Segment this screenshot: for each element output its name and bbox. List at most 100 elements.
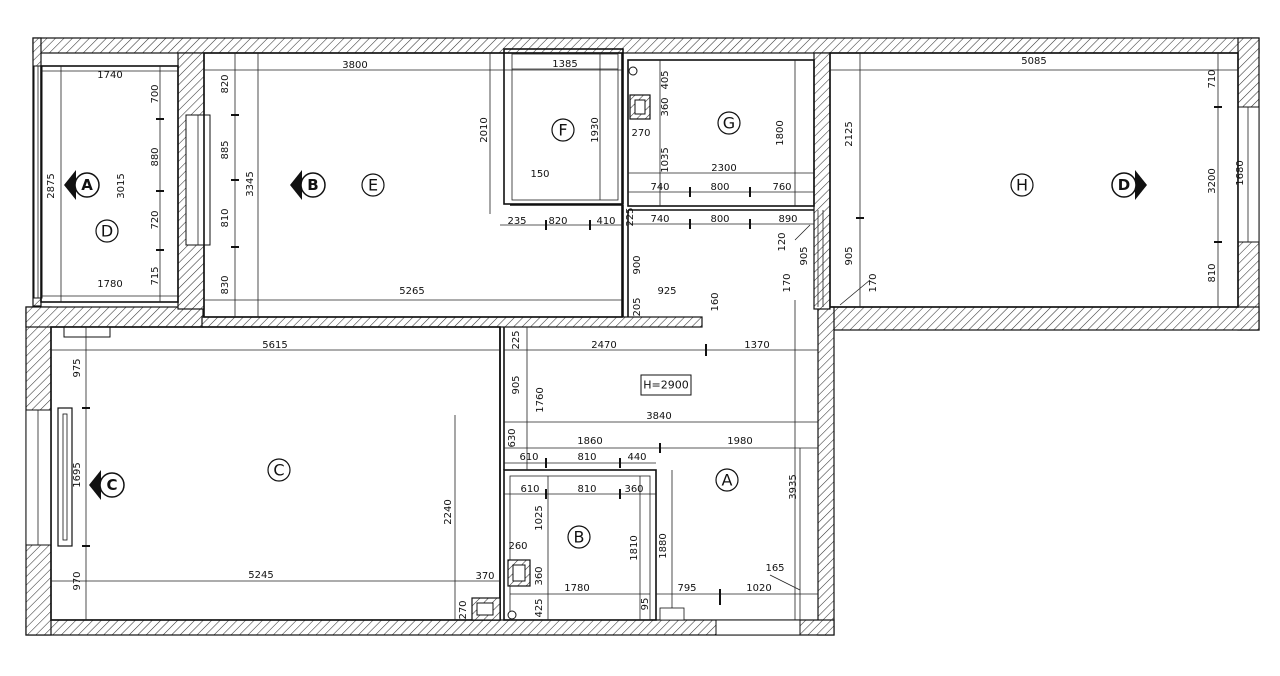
dim-label: 810 — [577, 484, 596, 495]
dim-label: 410 — [596, 216, 615, 227]
dim-label: 630 — [507, 428, 518, 447]
room-label-a: A — [715, 468, 739, 492]
dim-label: 2875 — [46, 173, 57, 198]
room-label-h: H — [1010, 173, 1034, 197]
dim-label: 370 — [475, 571, 494, 582]
dim-label: 260 — [508, 541, 527, 552]
dim-label: 3800 — [342, 60, 367, 71]
dim-label: 5245 — [248, 570, 273, 581]
dim-label: 1860 — [577, 436, 602, 447]
dim-label: 740 — [650, 214, 669, 225]
dim-label: 270 — [631, 128, 650, 139]
svg-text:A: A — [81, 176, 93, 194]
dim-label: 905 — [511, 375, 522, 394]
dim-label: 1880 — [658, 533, 669, 558]
dim-label: 3345 — [245, 171, 256, 196]
dim-label: 2125 — [844, 121, 855, 146]
dim-label: 150 — [530, 169, 549, 180]
svg-text:B: B — [307, 176, 318, 194]
dim-label: 2470 — [591, 340, 616, 351]
dim-label: 1780 — [97, 279, 122, 290]
dim-label: 2300 — [711, 163, 736, 174]
wall-g-h — [813, 52, 831, 310]
dim-label: 360 — [624, 484, 643, 495]
svg-text:H: H — [1016, 176, 1028, 195]
wall-c-top-left — [25, 306, 204, 328]
dim-label: 3200 — [1207, 168, 1218, 193]
dim-label: 205 — [632, 297, 643, 316]
dim-label: 795 — [677, 583, 696, 594]
dim-label: 890 — [778, 214, 797, 225]
dim-label: 610 — [519, 452, 538, 463]
windows — [25, 65, 1260, 636]
room-label-d: D — [95, 219, 119, 243]
dim-label: 2240 — [443, 499, 454, 524]
dim-label: 720 — [150, 210, 161, 229]
dim-label: 1800 — [775, 120, 786, 145]
dim-label: 810 — [1207, 263, 1218, 282]
dim-label: 610 — [520, 484, 539, 495]
dim-label: 760 — [772, 182, 791, 193]
door-swings — [659, 224, 871, 621]
dim-label: 880 — [150, 147, 161, 166]
view-marker-c: C — [89, 470, 125, 500]
dim-label: 810 — [577, 452, 596, 463]
ceiling-height-label: H=2900 — [640, 374, 692, 396]
dim-label: 810 — [220, 208, 231, 227]
dim-label: 165 — [765, 563, 784, 574]
svg-text:E: E — [368, 176, 378, 195]
wall-top — [32, 37, 1260, 54]
vent-shafts — [471, 66, 651, 621]
wall-c-top — [201, 316, 703, 328]
dim-label: 360 — [534, 566, 545, 585]
dimension-labels: 1740 700 880 720 715 2875 3015 1780 3800… — [46, 56, 1246, 620]
wall-a-right — [817, 306, 835, 636]
dim-label: 820 — [548, 216, 567, 227]
dim-label: 1930 — [590, 117, 601, 142]
room-label-g: G — [717, 111, 741, 135]
interior-walls — [40, 48, 1239, 621]
dim-label: 360 — [660, 97, 671, 116]
dim-label: 740 — [650, 182, 669, 193]
room-label-b: B — [567, 525, 591, 549]
dim-label: 700 — [150, 84, 161, 103]
dim-label: 95 — [640, 598, 651, 611]
dim-label: 800 — [710, 214, 729, 225]
dim-label: 1780 — [564, 583, 589, 594]
dim-label: 170 — [782, 273, 793, 292]
dim-label: 1680 — [1235, 160, 1246, 185]
dim-label: 440 — [627, 452, 646, 463]
dim-label: 120 — [777, 232, 788, 251]
svg-text:G: G — [723, 114, 735, 133]
dim-label: 225 — [511, 330, 522, 349]
dim-label: 925 — [657, 286, 676, 297]
dim-label: 1740 — [97, 70, 122, 81]
dim-label: 975 — [72, 358, 83, 377]
svg-text:F: F — [558, 121, 567, 140]
dim-label: 3015 — [116, 173, 127, 198]
dim-label: 1385 — [552, 59, 577, 70]
dim-label: 1025 — [534, 505, 545, 530]
dim-label: 5615 — [262, 340, 287, 351]
svg-text:C: C — [273, 461, 284, 480]
dim-label: 715 — [150, 266, 161, 285]
dim-label: 2010 — [479, 117, 490, 142]
view-marker-b: B — [290, 170, 326, 200]
dim-label: 905 — [844, 246, 855, 265]
dim-label: 5085 — [1021, 56, 1046, 67]
dim-label: 3935 — [788, 474, 799, 499]
dim-label: 1810 — [629, 535, 640, 560]
room-labels: D E F G H C B A — [95, 111, 1034, 549]
dim-label: 1035 — [660, 147, 671, 172]
svg-text:C: C — [106, 476, 117, 494]
dim-label: 1760 — [535, 387, 546, 412]
view-markers: A B C D — [64, 170, 1147, 500]
dim-label: 885 — [220, 140, 231, 159]
dim-label: 270 — [458, 600, 469, 619]
dim-label: 235 — [507, 216, 526, 227]
room-label-c: C — [267, 458, 291, 482]
dim-label: 1980 — [727, 436, 752, 447]
room-label-f: F — [551, 118, 575, 142]
svg-text:D: D — [101, 222, 113, 241]
